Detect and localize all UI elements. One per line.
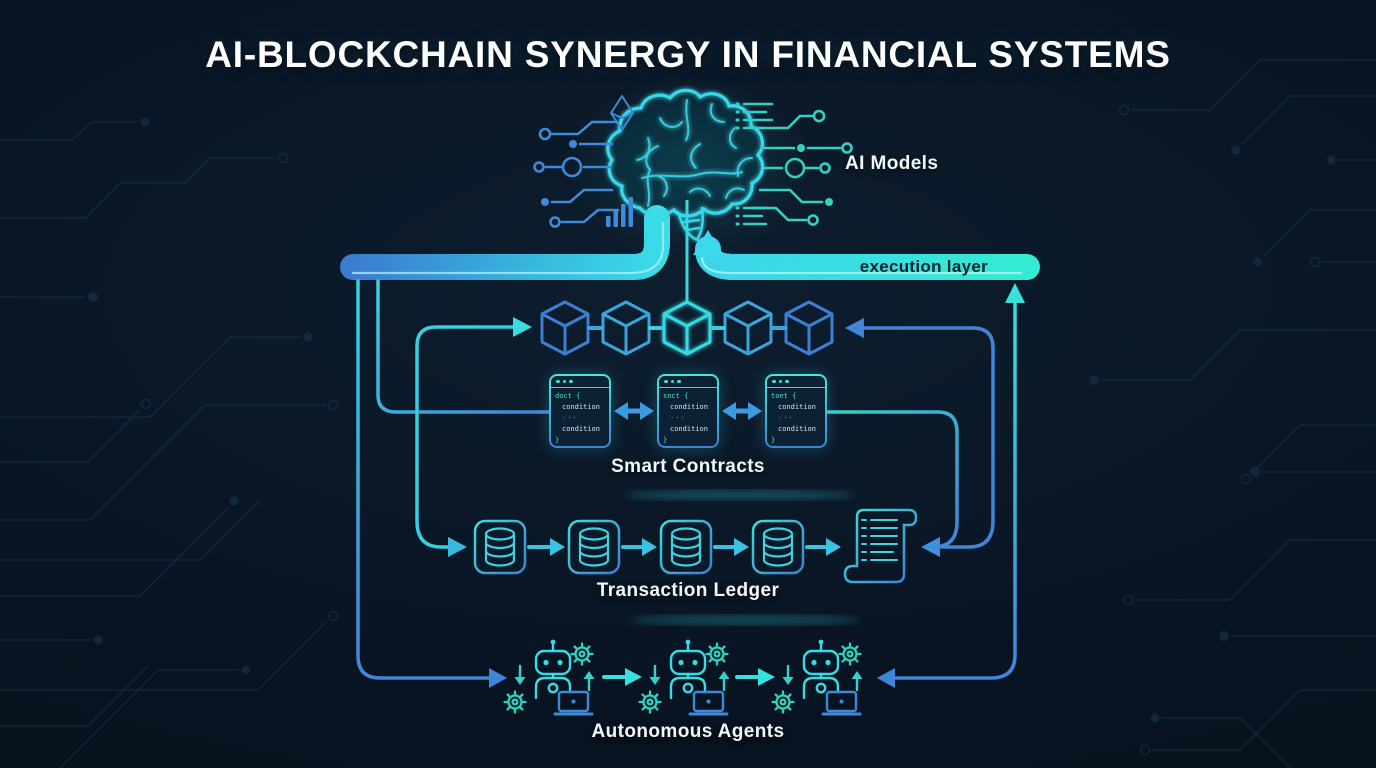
smart-contract-window: doct { condition ··· condition }	[549, 374, 611, 448]
window-header	[551, 376, 609, 388]
code-line: snct {	[663, 392, 689, 400]
blockchain-cube-icon	[723, 300, 773, 356]
code-line: condition	[778, 425, 816, 433]
ai-models-label: AI Models	[845, 153, 939, 174]
smart-contract-window: snct { condition ··· condition }	[657, 374, 719, 448]
code-line: doct {	[555, 392, 581, 400]
flow-line-cubes-to-scroll	[861, 326, 995, 549]
arrowhead-up-into-ai	[693, 230, 723, 255]
arrowhead-into-cubes-left	[513, 317, 532, 337]
code-line: condition	[778, 403, 816, 411]
window-dot-icon	[569, 379, 573, 384]
transaction-ledger-row	[473, 508, 918, 584]
ledger-flow-arrows	[527, 538, 841, 556]
flow-line-exec-to-contracts	[376, 279, 551, 414]
blockchain-cube-icon	[601, 300, 651, 356]
blockchain-cube-icon	[784, 300, 834, 356]
autonomous-agents-label: Autonomous Agents	[591, 721, 785, 742]
window-header	[659, 376, 717, 388]
code-line: ···	[778, 414, 794, 422]
list-icon-bottom	[735, 206, 770, 226]
contract-code: toet { condition ··· condition }	[767, 388, 825, 446]
arrowhead-into-ledger-left	[448, 537, 467, 557]
contract-sync-arrows	[614, 402, 762, 420]
arrowhead-into-scroll	[921, 537, 940, 557]
robot-agent-icon	[773, 640, 863, 714]
arrowhead-into-cubes-right	[845, 318, 864, 338]
robot-agent-icon	[640, 640, 730, 714]
robot-agent-icon	[505, 640, 595, 714]
autonomous-agents-row	[505, 640, 863, 714]
code-line: condition	[562, 403, 600, 411]
database-box	[659, 519, 713, 575]
agent-flow-arrows	[602, 668, 775, 686]
window-dot-icon	[562, 379, 566, 384]
flow-line-agents-to-exec	[893, 291, 1017, 680]
code-line: condition	[562, 425, 600, 433]
flow-line-contracts-to-scroll	[825, 410, 959, 549]
database-box	[751, 519, 805, 575]
ledger-scroll-icon	[843, 508, 918, 584]
contract-code: doct { condition ··· condition }	[551, 388, 609, 446]
database-box	[567, 519, 621, 575]
window-header	[767, 376, 825, 388]
window-dot-icon	[664, 379, 668, 384]
flow-line-branch-cubes-ledger	[415, 325, 515, 549]
code-line: }	[663, 436, 668, 444]
arrowhead-into-agents-right	[877, 668, 895, 688]
execution-layer-bar	[340, 205, 1040, 280]
window-dot-icon	[556, 379, 560, 384]
window-dot-icon	[778, 379, 782, 384]
blockchain-cubes	[540, 300, 834, 356]
arrowhead-up-into-exec	[1005, 283, 1025, 303]
window-dot-icon	[677, 379, 681, 384]
bar-chart-icon	[606, 197, 633, 227]
contract-code: snct { condition ··· condition }	[659, 388, 717, 446]
code-line: condition	[670, 425, 708, 433]
smart-contracts-label: Smart Contracts	[611, 456, 765, 477]
code-line: }	[771, 436, 776, 444]
code-line: ···	[562, 414, 578, 422]
arrowhead-into-agents-left	[489, 668, 507, 688]
smart-contract-window: toet { condition ··· condition }	[765, 374, 827, 448]
transaction-ledger-label: Transaction Ledger	[596, 580, 780, 601]
code-line: ···	[670, 414, 686, 422]
blockchain-cube-icon	[662, 300, 712, 356]
page-title: AI-BLOCKCHAIN SYNERGY IN FINANCIAL SYSTE…	[205, 34, 1171, 75]
list-icon-top	[735, 102, 774, 130]
brain-circuit-traces-left	[533, 120, 620, 228]
section-dividers	[440, 490, 935, 625]
window-dot-icon	[785, 379, 789, 384]
brain-icon	[606, 88, 765, 242]
window-dot-icon	[772, 379, 776, 384]
code-line: condition	[670, 403, 708, 411]
code-line: }	[555, 436, 560, 444]
blockchain-cube-icon	[540, 300, 590, 356]
flow-line-exec-to-agents	[356, 279, 491, 680]
brain-stem	[676, 206, 704, 242]
database-box	[473, 519, 527, 575]
ethereum-icon	[610, 95, 634, 131]
code-line: toet {	[771, 392, 797, 400]
window-dot-icon	[670, 379, 674, 384]
execution-layer-label: execution layer	[859, 257, 988, 276]
